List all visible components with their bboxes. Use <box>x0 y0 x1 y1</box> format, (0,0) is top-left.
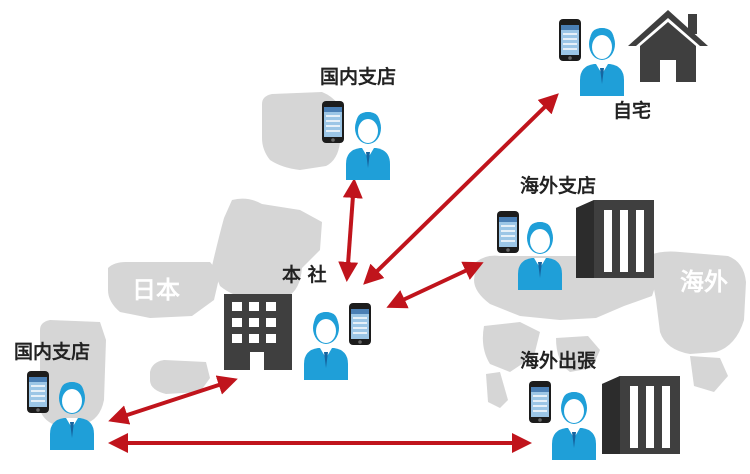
smartphone-icon <box>348 302 372 346</box>
label-overseas: 海外 <box>680 268 728 296</box>
person-icon <box>346 112 390 180</box>
tower-building-icon <box>602 376 680 454</box>
smartphone-icon <box>528 380 552 424</box>
office-building-icon <box>224 294 292 370</box>
label-japan: 日本 <box>132 276 180 304</box>
tower-building-icon <box>576 200 654 278</box>
person-icon <box>552 392 596 460</box>
person-icon <box>580 28 624 96</box>
house-icon <box>628 10 708 82</box>
arrow-head-office-branch-top <box>338 178 363 282</box>
label-business-trip: 海外出張 <box>520 350 597 372</box>
label-branch-left: 国内支店 <box>14 341 91 363</box>
smartphone-icon <box>26 370 50 414</box>
arrow-head-office-home <box>363 93 559 285</box>
label-head-office: 本 社 <box>282 264 327 286</box>
japan-map <box>40 92 340 426</box>
label-home: 自宅 <box>613 100 652 122</box>
arrow-head-office-branch-left <box>108 375 238 425</box>
label-overseas-branch: 海外支店 <box>520 175 597 197</box>
smartphone-icon <box>321 100 345 144</box>
smartphone-icon <box>558 18 582 62</box>
arrow-head-office-overseas-branch <box>386 261 484 309</box>
smartphone-icon <box>496 210 520 254</box>
connection-arrows <box>108 93 559 453</box>
label-branch-top: 国内支店 <box>320 66 397 88</box>
person-icon <box>304 312 348 380</box>
